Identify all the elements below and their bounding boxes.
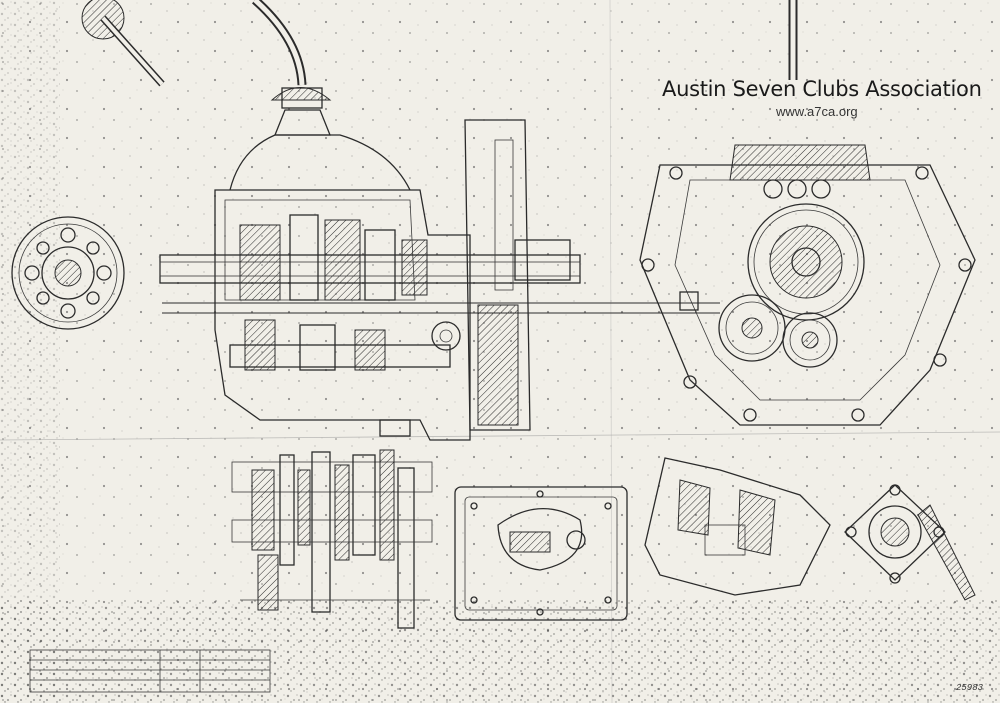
gearbox-section-view <box>159 0 720 441</box>
speedo-drive-detail <box>844 484 976 601</box>
drawing-number: 25983 <box>956 683 984 693</box>
selector-bracket-detail <box>644 457 831 596</box>
club-title: Austin Seven Clubs Association <box>662 77 982 101</box>
flange-end-view <box>11 216 125 330</box>
gearbox-end-elevation <box>639 0 976 426</box>
gear-cluster-detail <box>231 449 433 629</box>
club-url[interactable]: www.a7ca.org <box>776 104 858 119</box>
title-block <box>29 649 271 693</box>
cover-plate-detail <box>454 486 628 621</box>
gear-lever-detail <box>81 0 165 87</box>
